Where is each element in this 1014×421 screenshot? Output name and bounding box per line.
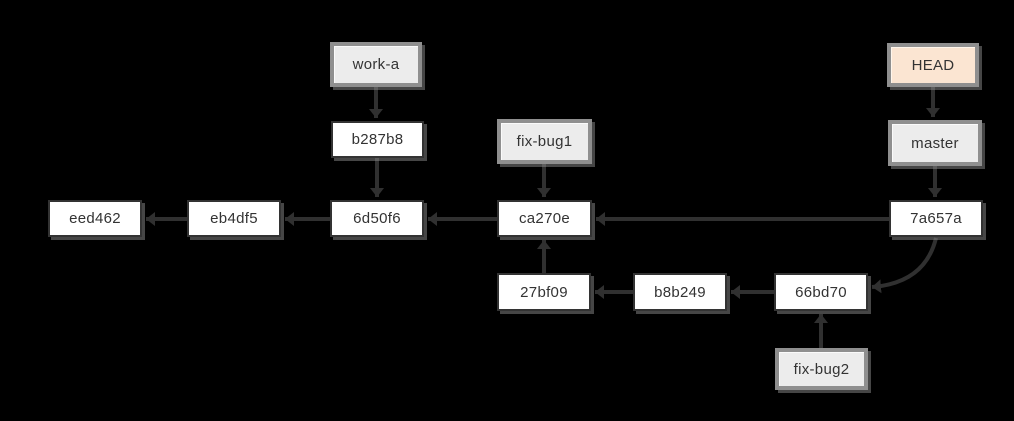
branch-label-fix-bug2: fix-bug2 bbox=[775, 348, 868, 390]
commit-node-6d50f6: 6d50f6 bbox=[330, 200, 424, 237]
commit-node-27bf09: 27bf09 bbox=[497, 273, 591, 311]
commit-node-b8b249: b8b249 bbox=[633, 273, 727, 311]
commit-node-eb4df5: eb4df5 bbox=[187, 200, 281, 237]
branch-label-work-a: work-a bbox=[330, 42, 422, 87]
branch-label-master: master bbox=[888, 120, 982, 166]
edge-7a657a-to-66bd70 bbox=[871, 237, 938, 294]
edges-group bbox=[146, 87, 942, 348]
branch-label-fix-bug1: fix-bug1 bbox=[497, 119, 592, 164]
commit-node-ca270e: ca270e bbox=[497, 200, 592, 237]
head-label-head: HEAD bbox=[887, 43, 979, 87]
commit-node-eed462: eed462 bbox=[48, 200, 142, 237]
commit-node-b287b8: b287b8 bbox=[331, 121, 424, 158]
commit-node-66bd70: 66bd70 bbox=[774, 273, 868, 311]
commit-node-7a657a: 7a657a bbox=[889, 200, 983, 237]
